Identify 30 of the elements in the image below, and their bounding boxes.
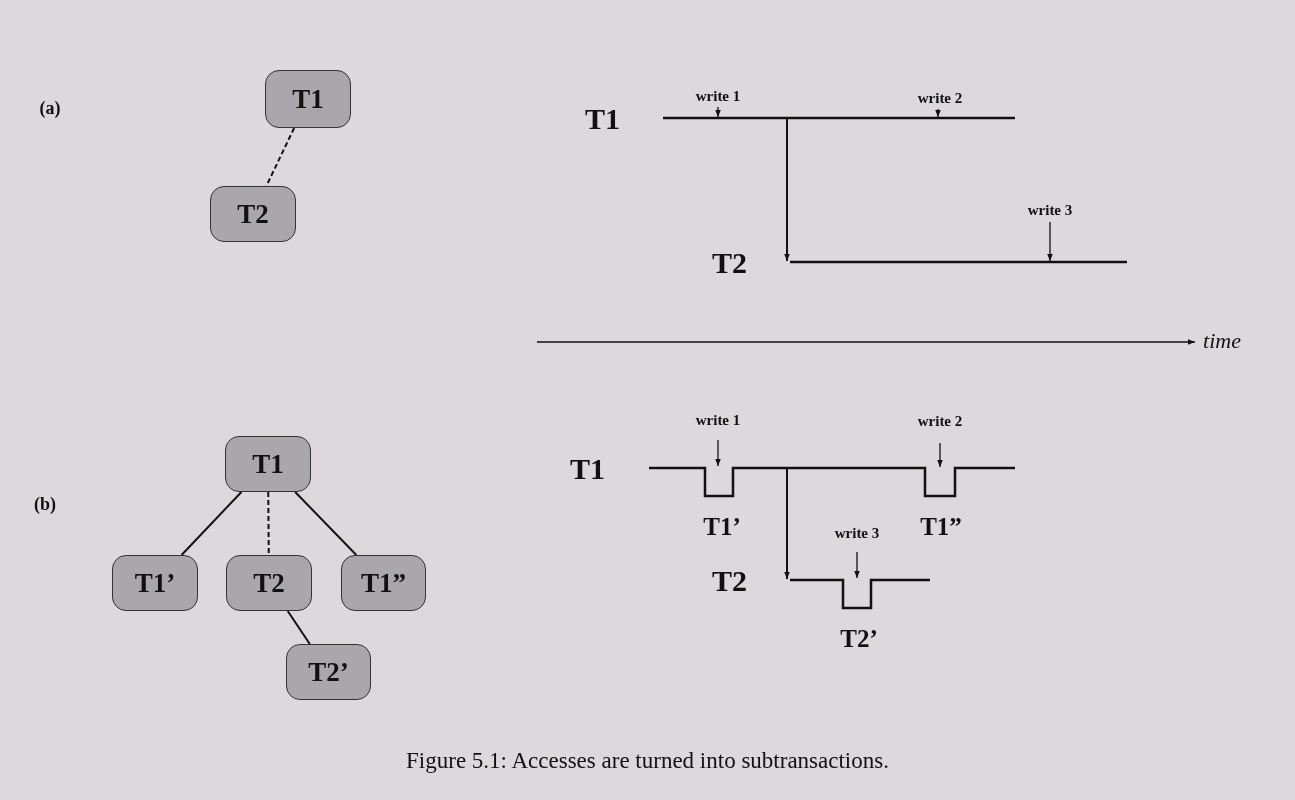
timeline: T2 <box>712 566 930 610</box>
transaction-box: T2 <box>226 555 312 611</box>
write-label: write 1 <box>695 88 741 105</box>
fork-arrow <box>784 118 790 262</box>
timeline: T1 <box>570 454 1015 498</box>
tree-connector <box>294 491 358 556</box>
fork-arrow <box>784 468 790 580</box>
transaction-box: T2 <box>210 186 296 242</box>
timeline: T1 <box>585 104 1015 148</box>
panel-label: (a) <box>39 98 61 119</box>
transaction-box: T1’ <box>112 555 198 611</box>
panel-label: (b) <box>34 494 56 515</box>
write-label: write 1 <box>695 412 741 429</box>
transaction-box: T2’ <box>286 644 371 700</box>
tree-connector <box>180 491 243 556</box>
subtransaction-label: T1’ <box>703 513 741 541</box>
write-label: write 3 <box>1027 202 1073 219</box>
transaction-box: T1 <box>225 436 311 492</box>
write-label: write 2 <box>917 413 963 430</box>
subtransaction-label: T2’ <box>840 625 878 653</box>
write-label: write 3 <box>834 525 880 542</box>
tree-connector <box>286 610 311 645</box>
transaction-box: T1 <box>265 70 351 128</box>
write-label: write 2 <box>917 90 963 107</box>
axis-label: time <box>1203 328 1241 354</box>
timeline: T2 <box>712 248 1127 292</box>
subtransaction-label: T1” <box>920 513 962 541</box>
figure-caption: Figure 5.1: Accesses are turned into subtransactions. <box>406 748 889 773</box>
transaction-box: T1” <box>341 555 426 611</box>
tree-connector <box>267 491 270 556</box>
